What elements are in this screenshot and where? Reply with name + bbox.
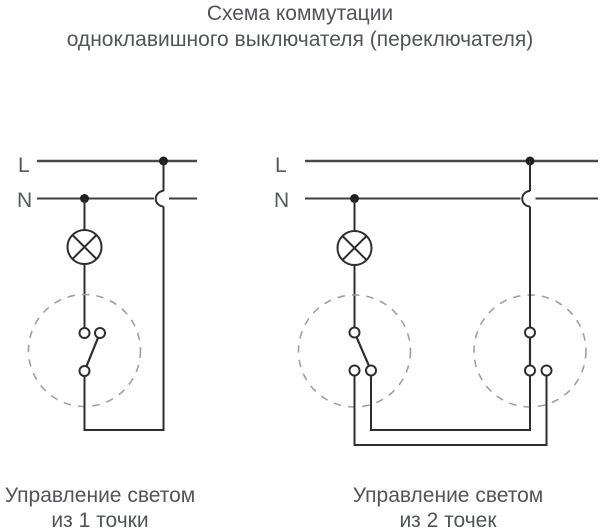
switch-terminal: [348, 326, 361, 339]
traveler-wire-inner: [370, 375, 531, 431]
phase-label: L: [275, 154, 287, 177]
caption-2-point-line1: Управление светом: [352, 484, 544, 507]
switch-terminal: [524, 326, 536, 339]
caption-1-point-line1: Управление светом: [4, 484, 196, 507]
switch-lever: [85, 337, 100, 367]
phase-label: L: [18, 154, 30, 177]
switch-return-wire: [83, 206, 165, 431]
caption-2-point-line2: из 2 точек: [399, 509, 497, 532]
switch-symbol: [348, 326, 377, 377]
caption-2-point: Управление светом из 2 точек: [347, 483, 549, 532]
page-title-line1: Схема коммутации: [206, 2, 394, 25]
switch-terminal: [365, 364, 377, 377]
neutral-label: N: [274, 189, 289, 212]
switch-symbol: [524, 326, 553, 377]
caption-1-point-line2: из 1 точки: [51, 509, 149, 532]
traveler-wire-outer: [353, 375, 548, 446]
switch-lever: [355, 336, 371, 367]
neutral-label: N: [17, 189, 32, 212]
diagram-1-point: L N: [17, 154, 197, 431]
caption-1-point: Управление светом из 1 точки: [1, 483, 199, 532]
page-title-line2: одноклавишного выключателя (переключател…: [66, 28, 534, 51]
wire-hop-icon: [154, 190, 164, 208]
lamp-icon: [336, 230, 373, 266]
wire-hop-icon: [521, 190, 531, 208]
switch-terminal: [540, 364, 553, 377]
switch-terminal: [524, 364, 536, 377]
switch-symbol: [78, 327, 106, 377]
diagram-2-point: L N: [274, 154, 598, 446]
switch-terminal: [78, 365, 91, 377]
switch-terminal: [94, 327, 106, 339]
page-title: Схема коммутации одноклавишного выключат…: [0, 1, 600, 53]
switch-terminal: [348, 364, 361, 377]
switch-terminal: [78, 327, 91, 339]
lamp-icon: [66, 229, 103, 265]
